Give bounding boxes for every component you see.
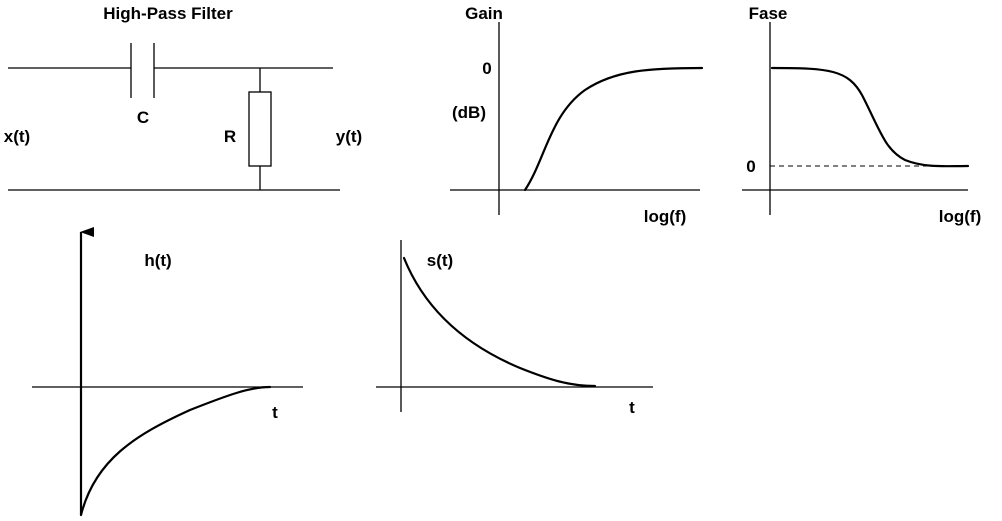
- phase-y-tick-zero: 0: [746, 157, 755, 176]
- step-label: s(t): [427, 251, 453, 270]
- gain-y-unit: (dB): [452, 103, 486, 122]
- input-label: x(t): [4, 127, 30, 146]
- capacitor-label: C: [137, 108, 149, 127]
- resistor-label: R: [224, 127, 236, 146]
- gain-plot: Gain 0 (dB) log(f): [450, 4, 704, 226]
- circuit-schematic: High-Pass Filter C R x(t) y(t): [4, 4, 362, 191]
- gain-x-label: log(f): [644, 207, 686, 226]
- gain-title: Gain: [465, 4, 503, 23]
- circuit-title: High-Pass Filter: [103, 4, 233, 23]
- phase-x-label: log(f): [939, 207, 981, 226]
- resistor-body: [248, 91, 272, 167]
- output-label: y(t): [336, 127, 362, 146]
- impulse-label: h(t): [144, 251, 171, 270]
- phase-title: Fase: [749, 4, 788, 23]
- impulse-x-label: t: [272, 403, 278, 422]
- impulse-response-plot: h(t) t: [32, 227, 303, 517]
- step-x-label: t: [629, 398, 635, 417]
- gain-curve: [523, 66, 704, 192]
- step-response-plot: s(t) t: [376, 240, 653, 417]
- phase-curve: [770, 66, 970, 168]
- gain-y-tick-zero: 0: [482, 59, 491, 78]
- phase-plot: Fase 0 log(f): [742, 4, 981, 226]
- step-curve: [402, 256, 597, 388]
- impulse-curve: [79, 385, 272, 517]
